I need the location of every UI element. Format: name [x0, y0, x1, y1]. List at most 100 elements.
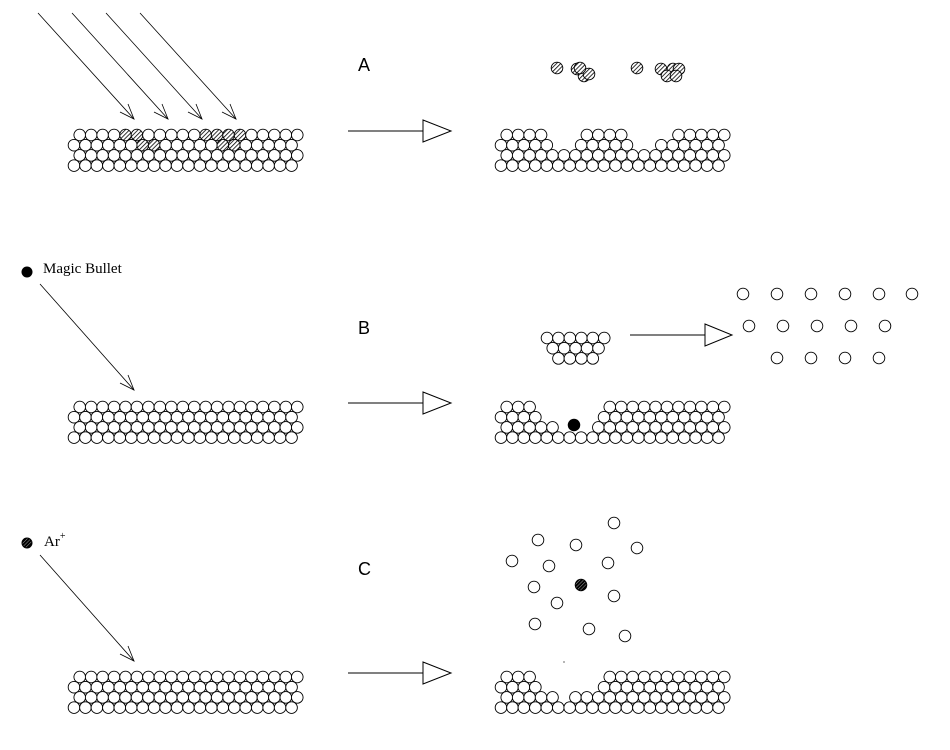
atom — [250, 159, 264, 172]
atom — [210, 670, 224, 684]
atom — [291, 149, 304, 162]
atom — [672, 149, 685, 162]
atom — [706, 670, 720, 684]
atom — [216, 159, 230, 172]
atom — [245, 421, 258, 434]
atom — [170, 431, 184, 444]
atom — [187, 400, 201, 414]
atom — [182, 701, 195, 714]
atom — [107, 421, 121, 434]
atom — [506, 159, 519, 172]
atom — [500, 670, 513, 684]
atom — [695, 421, 708, 434]
atom — [546, 149, 559, 162]
atom — [574, 138, 588, 152]
atom — [677, 431, 691, 444]
atom — [205, 680, 218, 694]
process-arrow — [348, 661, 453, 685]
reflected-argon-ion — [574, 578, 588, 592]
beam-arrow — [139, 12, 237, 120]
atom — [632, 159, 645, 172]
atom — [677, 680, 691, 694]
cluster-atom — [586, 352, 600, 365]
atom — [228, 680, 241, 694]
atom — [170, 701, 184, 714]
atom — [517, 680, 531, 694]
panel-c — [21, 516, 731, 714]
atom — [500, 421, 513, 434]
atom — [620, 680, 634, 694]
process-arrow — [348, 119, 453, 143]
atom — [199, 691, 212, 704]
atom — [262, 701, 275, 714]
atom — [655, 138, 668, 152]
dispersed-atom — [770, 287, 784, 301]
atom — [523, 421, 536, 434]
atom — [67, 138, 81, 152]
atom — [159, 680, 172, 694]
atom — [689, 410, 702, 424]
atom — [712, 159, 725, 172]
dispersed-atom — [838, 351, 852, 365]
atom — [119, 670, 132, 684]
atom — [494, 159, 508, 172]
atom — [523, 400, 536, 414]
atom — [107, 670, 121, 684]
atom — [273, 159, 287, 172]
atom — [119, 149, 132, 162]
atom — [268, 691, 281, 704]
atom — [193, 410, 207, 424]
atom — [609, 701, 622, 714]
atom — [147, 431, 161, 444]
cluster-atom — [552, 352, 565, 365]
atom — [614, 400, 628, 414]
atom — [84, 400, 98, 414]
atom — [557, 149, 571, 162]
atom — [291, 421, 304, 434]
atom — [216, 680, 230, 694]
sputtered-atom — [550, 596, 564, 610]
atom — [614, 149, 628, 162]
dissociation-arrow — [630, 323, 734, 347]
cluster-atom — [598, 331, 611, 345]
atom — [683, 691, 697, 704]
argon-ion-icon — [21, 537, 33, 549]
atom — [193, 680, 207, 694]
atom — [660, 670, 674, 684]
panel-b — [21, 266, 919, 444]
atom — [250, 680, 264, 694]
atom — [142, 421, 155, 434]
atom — [672, 421, 685, 434]
atom — [552, 431, 565, 444]
atom — [107, 149, 121, 162]
hatched-atom — [210, 128, 224, 142]
atom — [689, 138, 702, 152]
atom — [620, 701, 634, 714]
atom — [718, 670, 731, 684]
atom — [706, 128, 720, 142]
atom — [494, 701, 508, 714]
dispersed-atom — [736, 287, 750, 301]
atom — [96, 400, 109, 414]
atom — [637, 670, 651, 684]
atom — [130, 691, 144, 704]
atom — [84, 670, 98, 684]
atom — [603, 400, 617, 414]
atom — [165, 691, 178, 704]
atom — [210, 691, 224, 704]
atom — [574, 159, 588, 172]
atom — [603, 421, 617, 434]
atom — [563, 431, 576, 444]
atom — [540, 138, 554, 152]
sputtered-atom — [607, 589, 621, 603]
ejected-atom — [630, 61, 644, 75]
atom — [569, 691, 582, 704]
atom — [96, 670, 109, 684]
surface-lattice-before — [67, 128, 304, 172]
atom — [279, 400, 293, 414]
atom — [147, 159, 161, 172]
ion-symbol: Ar — [44, 534, 60, 550]
surface-lattice-before — [67, 670, 304, 714]
atom — [529, 680, 542, 694]
atom — [159, 431, 172, 444]
